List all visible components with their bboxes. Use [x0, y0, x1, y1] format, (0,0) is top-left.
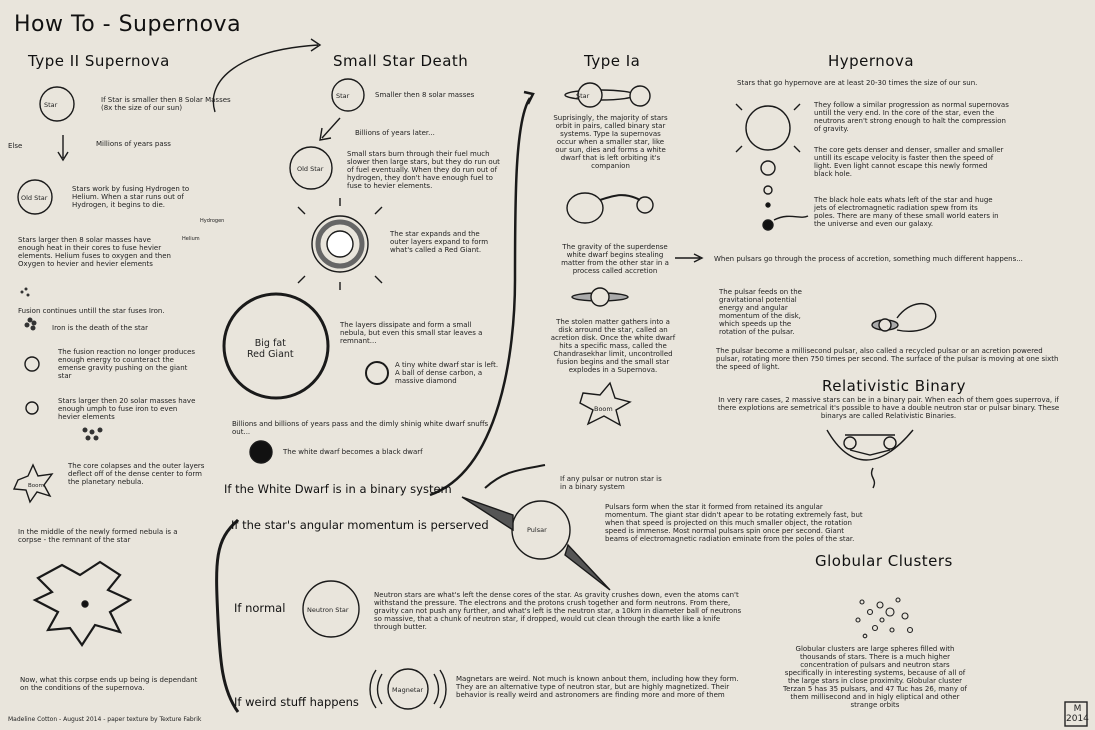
old-star-circle: [17, 179, 53, 215]
type2-text-9: The core colapses and the outer layers d…: [68, 462, 205, 486]
old-star-label: Old Star: [297, 165, 324, 173]
pulsar-beam-b: [564, 543, 611, 591]
type2-text-7: The fusion reaction no longer produces e…: [58, 348, 196, 380]
hyper-text-3: The core gets denser and denser, smaller…: [814, 146, 1004, 178]
small-text-5: The layers dissipate and form a small ne…: [340, 321, 483, 345]
globular-cluster: [855, 597, 914, 639]
star-label: Star: [44, 101, 58, 109]
fusion-dots: [20, 287, 103, 441]
down-arrow: [57, 135, 69, 162]
corpse-dot: [81, 600, 89, 608]
core-circle: [24, 356, 40, 372]
star-circle: [39, 86, 75, 122]
down-arrow: [319, 117, 341, 141]
arrow-right: [675, 253, 704, 263]
hyper-text-4: The black hole eats whats left of the st…: [814, 196, 999, 228]
red-giant-label: Big fat Red Giant: [247, 338, 294, 360]
section-hypernova-heading: Hypernova: [828, 52, 915, 70]
boom-label: Boom: [28, 483, 44, 489]
big-red-giant: [222, 292, 330, 400]
page-title: How To - Supernova: [14, 12, 242, 37]
old-star-circle: [289, 146, 333, 190]
section-small-heading: Small Star Death: [333, 52, 469, 70]
small-text-1: Smaller then 8 solar masses: [375, 91, 475, 99]
hyper-text-6: The pulsar feeds on the gravitational po…: [719, 288, 802, 336]
core-circle: [25, 401, 39, 415]
small-text-2: Billions of years later...: [355, 129, 435, 137]
binary-system-heading: If the White Dwarf is in a binary system: [224, 482, 452, 496]
black-hole: [762, 219, 774, 231]
binary-funnel: [826, 429, 914, 461]
white-dwarf-circle: [365, 361, 389, 385]
hypernova-star: [745, 105, 791, 151]
red-giant-expanding: [311, 215, 369, 273]
type2-text-1: If Star is smaller then 8 Solar Masses (…: [101, 96, 231, 112]
star-label: Star: [336, 92, 350, 100]
star-label: Star: [576, 92, 590, 100]
accretion-star: [566, 192, 604, 224]
expansion-arrows: [297, 198, 383, 290]
signature-box: [1064, 701, 1088, 727]
if-weird-label: If weird stuff happens: [234, 695, 359, 709]
pulsar-label: Pulsar: [527, 526, 547, 534]
type2-text-4: Stars larger then 8 solar masses have en…: [18, 236, 171, 268]
small-text-8: The white dwarf becomes a black dwarf: [283, 448, 423, 456]
hyper-text-5: When pulsars go through the process of a…: [714, 255, 1023, 263]
small-text-3: Small stars burn through their fuel much…: [347, 150, 500, 190]
type2-text-5: Fusion continues untill the star fuses I…: [18, 307, 165, 315]
type1a-text-3: The stolen matter gathers into a disk ar…: [550, 318, 676, 374]
type2-text-10: In the middle of the newly formed nebula…: [18, 528, 178, 544]
if-normal-label: If normal: [234, 601, 286, 615]
nebula-shape: [32, 560, 133, 647]
pulsar-beam-a: [461, 496, 514, 532]
hyper-text-1: Stars that go hypernove are at least 20-…: [737, 79, 978, 87]
angular-momentum-label: If the star's angular momentum is perser…: [231, 518, 489, 532]
bracket-left: [215, 518, 240, 713]
small-text-4: The star expands and the outer layers ex…: [390, 230, 489, 254]
small-text-7: Billions and billions of years pass and …: [232, 420, 489, 436]
type2-text-3: Stars work by fusing Hydrogen to Helium.…: [72, 185, 190, 209]
hyper-text-7: The pulsar become a millisecond pulsar, …: [716, 347, 1059, 371]
section-type1a-heading: Type Ia: [584, 52, 641, 70]
type2-text-11: Now, what this corpse ends up being is d…: [20, 676, 198, 692]
black-dwarf: [249, 440, 273, 464]
star-circle: [331, 78, 365, 112]
binary-arc: [429, 90, 535, 497]
magnetar-label: Magnetar: [392, 686, 424, 694]
boom-label: Boom: [594, 405, 613, 413]
signature: M 2014: [1066, 704, 1089, 724]
hydrogen-label: Hydrogen: [200, 218, 225, 224]
neutron-circle: [302, 580, 360, 638]
type1a-text-1: Suprisingly, the majority of stars orbit…: [553, 114, 668, 170]
neutron-text: Neutron stars are what's left the dense …: [374, 591, 742, 631]
magnetar-text: Magnetars are weird. Not much is known a…: [456, 675, 739, 699]
section-type2-heading: Type II Supernova: [28, 52, 170, 70]
globular-text: Globular clusters are large spheres fill…: [783, 645, 967, 709]
small-text-6: A tiny white dwarf star is left. A ball …: [395, 361, 499, 385]
neutron-star-label: Neutron Star: [307, 606, 349, 614]
hyper-text-2: They follow a similar progression as nor…: [814, 101, 1009, 133]
old-star-label: Old Star: [21, 194, 48, 202]
branch-arrow: [212, 38, 322, 113]
relativistic-text: In very rare cases, 2 massive stars can …: [717, 396, 1060, 420]
type2-text-8: Stars larger then 20 solar masses have e…: [58, 397, 196, 421]
pulsar-text: Pulsars form when the star it formed fro…: [605, 503, 863, 543]
type2-else: Else: [8, 142, 23, 150]
section-globular-heading: Globular Clusters: [815, 552, 953, 570]
type1a-text-2: The gravity of the superdense white dwar…: [561, 243, 669, 275]
binary-split: [484, 464, 546, 489]
magnetar-circle: [387, 668, 429, 710]
type1a-text-4: If any pulsar or nutron star is in a bin…: [560, 475, 662, 491]
boom-star: [12, 463, 54, 504]
credit-line: Madeline Cotton - August 2014 - paper te…: [8, 716, 202, 723]
boom-star: [579, 381, 632, 427]
type2-text-2: Millions of years pass: [96, 140, 171, 148]
section-relativistic-heading: Relativistic Binary: [822, 377, 967, 395]
type2-text-6: Iron is the death of the star: [52, 324, 148, 332]
helium-label: Helium: [182, 236, 200, 242]
